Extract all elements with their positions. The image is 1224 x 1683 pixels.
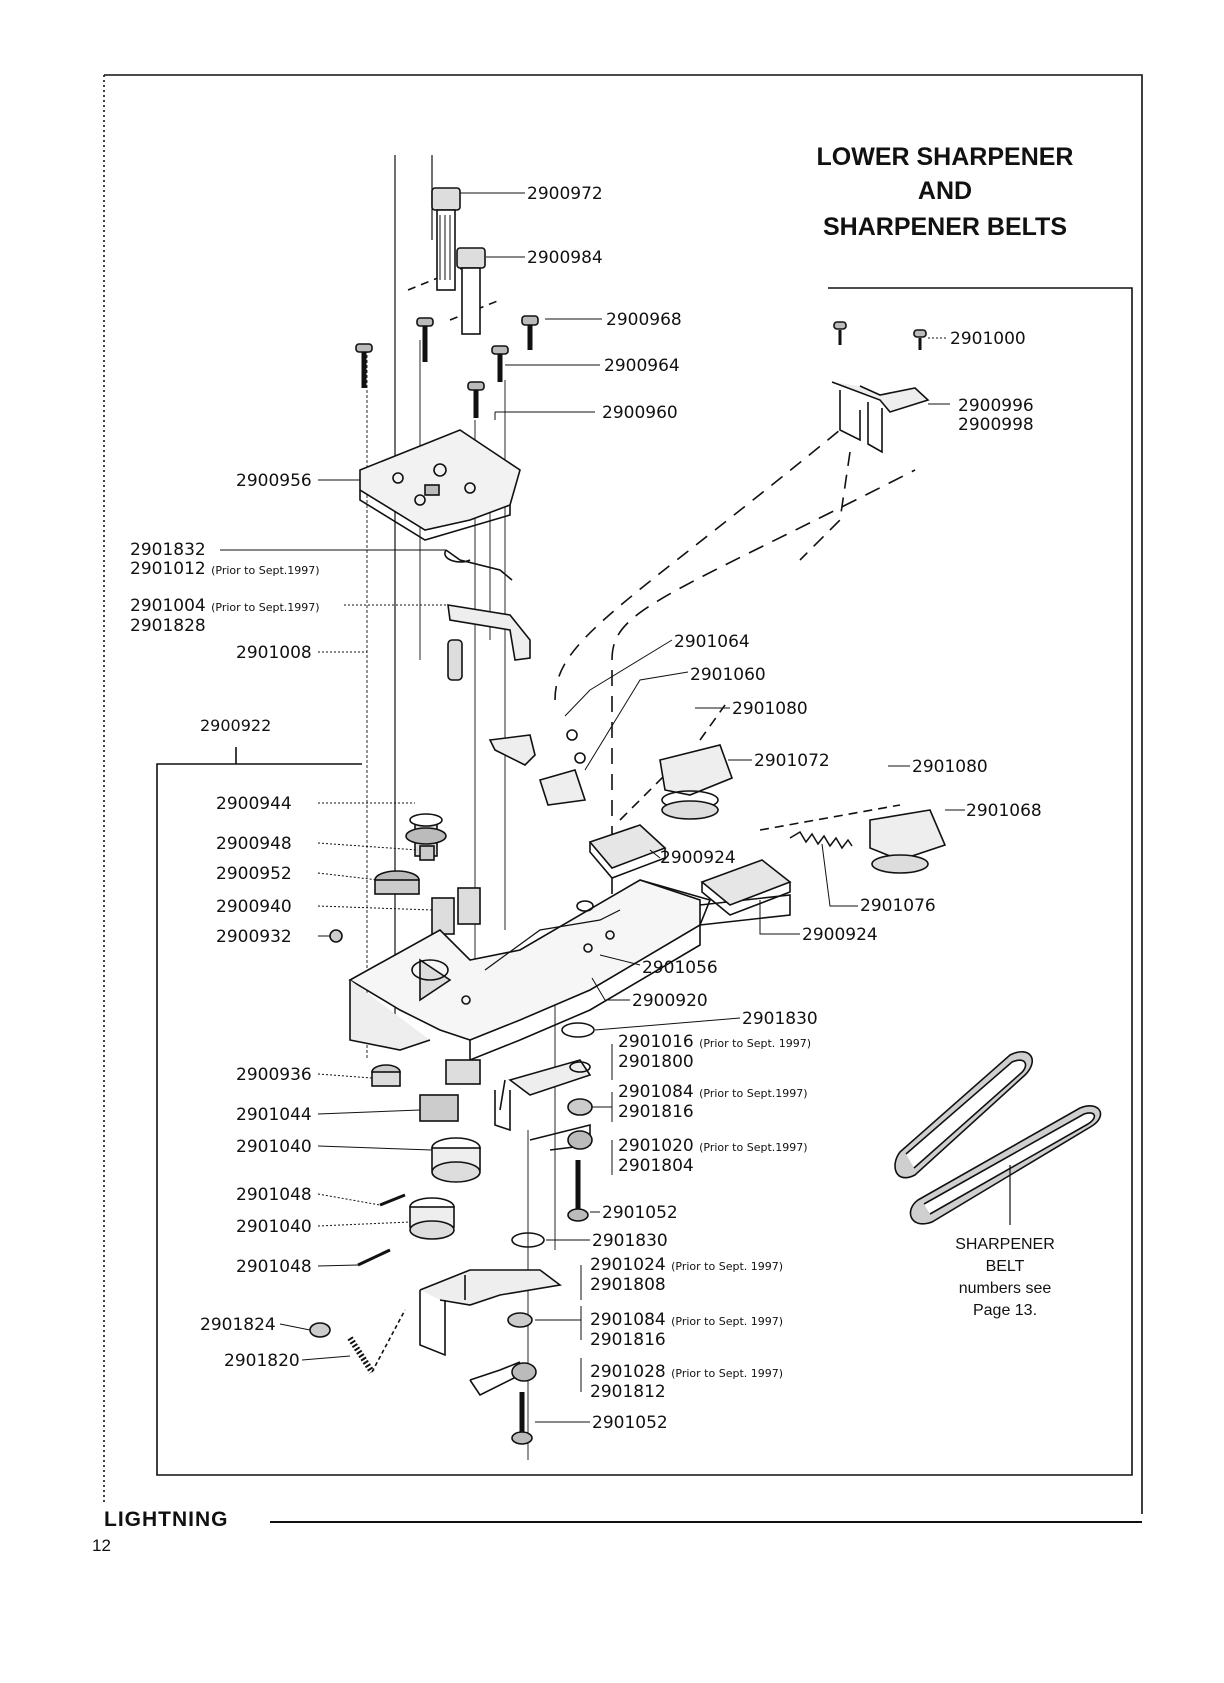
part-label: 2900940: [216, 897, 292, 917]
part-label: 2901824: [200, 1315, 276, 1335]
part-label: 2900956: [236, 471, 312, 491]
part-label: 2900944: [216, 794, 292, 814]
part-label: 2901016 (Prior to Sept. 1997): [618, 1032, 812, 1052]
part-label: 2900984: [527, 248, 603, 268]
part-label: 2901080: [732, 699, 808, 719]
part-label: 2901816: [590, 1330, 666, 1350]
part-label: 2901076: [860, 896, 936, 916]
belt-note-line: BELT: [985, 1258, 1025, 1275]
part-label: 2901012 (Prior to Sept.1997): [130, 559, 320, 579]
pulley-2901040b: [409, 1197, 455, 1240]
part-label: 2901056: [642, 958, 718, 978]
part-label: 2900948: [216, 834, 292, 854]
part-label: 2901060: [690, 665, 766, 685]
holder-2901072: [659, 744, 734, 820]
part-label: 2901064: [674, 632, 750, 652]
part-label: 2900920: [632, 991, 708, 1011]
part-label: 2901084 (Prior to Sept. 1997): [590, 1310, 784, 1330]
part-label: 2900922: [200, 716, 272, 735]
part-label: 2901080: [912, 757, 988, 777]
diagram-title-line-3: SHARPENER BELTS: [822, 213, 1067, 241]
part-label: 2901804: [618, 1156, 694, 1176]
part-label: 2900996: [958, 396, 1034, 416]
part-label: 2901040: [236, 1217, 312, 1237]
part-label: 2900960: [602, 403, 678, 423]
sharpener-belt-1: [894, 1051, 1033, 1179]
part-label: 2901040: [236, 1137, 312, 1157]
part-label: 2900998: [958, 415, 1034, 435]
belt-note-line: numbers see: [958, 1280, 1052, 1297]
part-label: 2900952: [216, 864, 292, 884]
belt-note-line: Page 13.: [972, 1302, 1038, 1319]
diagram-title-line-2: AND: [917, 177, 973, 205]
screw-2900968: [521, 315, 539, 350]
part-label: 2901808: [590, 1275, 666, 1295]
part-label: 2900972: [527, 184, 603, 204]
part-label: 2901024 (Prior to Sept. 1997): [590, 1255, 784, 1275]
holder-2901068: [869, 809, 947, 874]
gear-2900952: [374, 870, 420, 895]
inner-frame: [156, 287, 1133, 1476]
part-label: 2901828: [130, 616, 206, 636]
part-label: 2901008: [236, 643, 312, 663]
part-label: 2901072: [754, 751, 830, 771]
part-label: 2900924: [660, 848, 736, 868]
part-label: 2901028 (Prior to Sept. 1997): [590, 1362, 784, 1382]
part-label: 2901800: [618, 1052, 694, 1072]
brand-logo-text: LIGHTNING: [104, 1508, 229, 1531]
part-label: 2901816: [618, 1102, 694, 1122]
part-label: 2900968: [606, 310, 682, 330]
page-number: 12: [92, 1536, 111, 1555]
bearing-2900936: [371, 1064, 401, 1087]
part-label: 2901830: [592, 1231, 668, 1251]
bearing-2901044: [419, 1059, 481, 1122]
part-label: 2900936: [236, 1065, 312, 1085]
part-label: 2900932: [216, 927, 292, 947]
part-label: 2901068: [966, 801, 1042, 821]
page-frame: [104, 74, 1143, 1514]
diagram-title-line-1: LOWER SHARPENER: [816, 143, 1074, 171]
part-label: 2900924: [802, 925, 878, 945]
part-label: 2901044: [236, 1105, 312, 1125]
part-label: 2901052: [602, 1203, 678, 1223]
part-label: 2901820: [224, 1351, 300, 1371]
pad-2900924-lower: [700, 859, 792, 916]
part-label: 2901004 (Prior to Sept.1997): [130, 596, 320, 616]
sharpener-belt-2: [909, 1105, 1102, 1225]
part-label: 2901048: [236, 1185, 312, 1205]
part-label: 2901048: [236, 1257, 312, 1277]
part-label: 2901000: [950, 329, 1026, 349]
sharpener-belt-note: SHARPENER BELT numbers see Page 13.: [930, 1234, 1080, 1322]
part-label: 2900964: [604, 356, 680, 376]
spring-2901076: [789, 830, 853, 850]
part-label: 2901084 (Prior to Sept.1997): [618, 1082, 808, 1102]
pad-2900924-upper: [588, 824, 667, 879]
part-label: 2901812: [590, 1382, 666, 1402]
part-label: 2901020 (Prior to Sept.1997): [618, 1136, 808, 1156]
part-label: 2901052: [592, 1413, 668, 1433]
belt-note-line: SHARPENER: [955, 1236, 1055, 1253]
part-label: 2901832: [130, 540, 206, 560]
part-label: 2901830: [742, 1009, 818, 1029]
pulley-2901040a: [431, 1137, 481, 1183]
